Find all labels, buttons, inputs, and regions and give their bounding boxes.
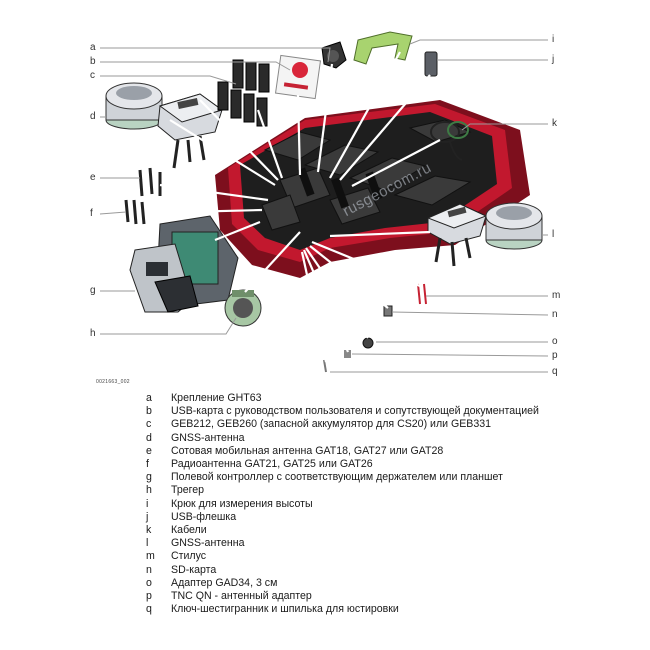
legend-text: GEB212, GEB260 (запасной аккумулятор для…	[171, 418, 492, 431]
legend-key: i	[146, 497, 149, 510]
legend-item: l GNSS-антенна	[146, 537, 576, 550]
legend-key: q	[146, 603, 152, 616]
callout-h: h	[90, 328, 96, 339]
callout-m: m	[552, 290, 561, 301]
spoke-lines	[144, 51, 441, 363]
legend-text: USB-карта с руководством пользователя и …	[171, 405, 539, 418]
callout-g: g	[90, 285, 96, 296]
legend-key: p	[146, 590, 152, 603]
leader-lines	[99, 39, 549, 373]
legend-key: d	[146, 431, 152, 444]
tribrach	[224, 289, 262, 327]
legend-key: k	[146, 524, 152, 537]
legend-text: SD-карта	[171, 563, 217, 576]
legend-text: Крюк для измерения высоты	[171, 497, 313, 510]
callout-d: d	[90, 111, 96, 122]
legend-key: m	[146, 550, 155, 563]
callout-f: f	[90, 208, 93, 219]
legend-item: k Кабели	[146, 524, 576, 537]
legend-key: l	[146, 537, 149, 550]
legend-item: g Полевой контроллер с соответствующим де…	[146, 471, 576, 484]
legend-key: c	[146, 418, 152, 431]
callout-p: p	[552, 350, 558, 361]
legend-item: c GEB212, GEB260 (запасной аккумулятор дл…	[146, 418, 576, 431]
callout-b: b	[90, 56, 96, 67]
legend-item: o Адаптер GAD34, 3 см	[146, 577, 576, 590]
height-hook	[353, 31, 413, 65]
callout-j: j	[552, 54, 555, 65]
legend-item: a Крепление GHT63	[146, 392, 576, 405]
callout-l: l	[552, 229, 555, 240]
legend-item: p TNC QN - антенный адаптер	[146, 590, 576, 603]
legend-list: a Крепление GHT63 b USB-карта с руководство…	[146, 392, 576, 616]
legend-key: h	[146, 484, 152, 497]
legend-item: b USB-карта с руководством пользователя и…	[146, 405, 576, 418]
legend-text: Стилус	[171, 550, 207, 563]
legend-text: Адаптер GAD34, 3 см	[171, 576, 278, 589]
legend-text: Трегер	[171, 484, 205, 497]
usb-stick	[424, 51, 438, 77]
legend-key: j	[146, 510, 149, 523]
callout-q: q	[552, 366, 558, 377]
legend-key: b	[146, 405, 152, 418]
usb-card-documentation	[274, 54, 322, 100]
legend-text: Полевой контроллер с соответствующим дер…	[171, 471, 503, 484]
gnss-antenna-right	[426, 202, 543, 267]
legend-text: Кабели	[171, 524, 207, 537]
callout-k: k	[552, 118, 557, 129]
radio-antennas	[124, 199, 146, 225]
legend-item: m Стилус	[146, 550, 576, 563]
callout-c: c	[90, 70, 95, 81]
legend-item: j USB-флешка	[146, 511, 576, 524]
batteries	[217, 59, 270, 127]
case-drawing	[99, 31, 549, 373]
legend-text: Ключ-шестигранник и шпилька для юстировк…	[171, 603, 399, 616]
legend-text: GNSS-антенна	[171, 537, 245, 550]
field-controller	[129, 215, 239, 313]
legend-key: e	[146, 444, 152, 457]
callout-a: a	[90, 42, 96, 53]
legend-text: Сотовая мобильная антенна GAT18, GAT27 и…	[171, 444, 444, 457]
ght63-mount	[321, 41, 347, 69]
legend-item: f Радиоантенна GAT21, GAT25 или GAT26	[146, 458, 576, 471]
legend-item: i Крюк для измерения высоты	[146, 498, 576, 511]
legend-key: n	[146, 563, 152, 576]
legend-text: GNSS-антенна	[171, 431, 245, 444]
legend-item: q Ключ-шестигранник и шпилька для юстиров…	[146, 603, 576, 616]
legend-item: d GNSS-антенна	[146, 432, 576, 445]
cellular-antennas	[138, 167, 162, 197]
callout-o: o	[552, 336, 558, 347]
callout-i: i	[552, 34, 555, 45]
legend-key: o	[146, 576, 152, 589]
callout-e: e	[90, 172, 96, 183]
cables	[430, 121, 469, 161]
legend-text: Крепление GHT63	[171, 392, 262, 404]
legend-item: e Сотовая мобильная антенна GAT18, GAT27 …	[146, 445, 576, 458]
legend-text: Радиоантенна GAT21, GAT25 или GAT26	[171, 458, 373, 471]
gnss-antenna-left	[105, 82, 224, 169]
legend-text: USB-флешка	[171, 510, 237, 523]
legend-item: n SD-карта	[146, 564, 576, 577]
legend-text: TNC QN - антенный адаптер	[171, 590, 312, 603]
callout-n: n	[552, 309, 558, 320]
legend-key: f	[146, 458, 149, 471]
equipment-case-illustration: rusgeocom.ru a b c d e f g h i j k l m n…	[90, 31, 561, 385]
legend-key: g	[146, 471, 152, 484]
legend-item: h Трегер	[146, 484, 576, 497]
legend-key: a	[146, 392, 152, 404]
figure-code: 0021663_002	[96, 379, 130, 385]
